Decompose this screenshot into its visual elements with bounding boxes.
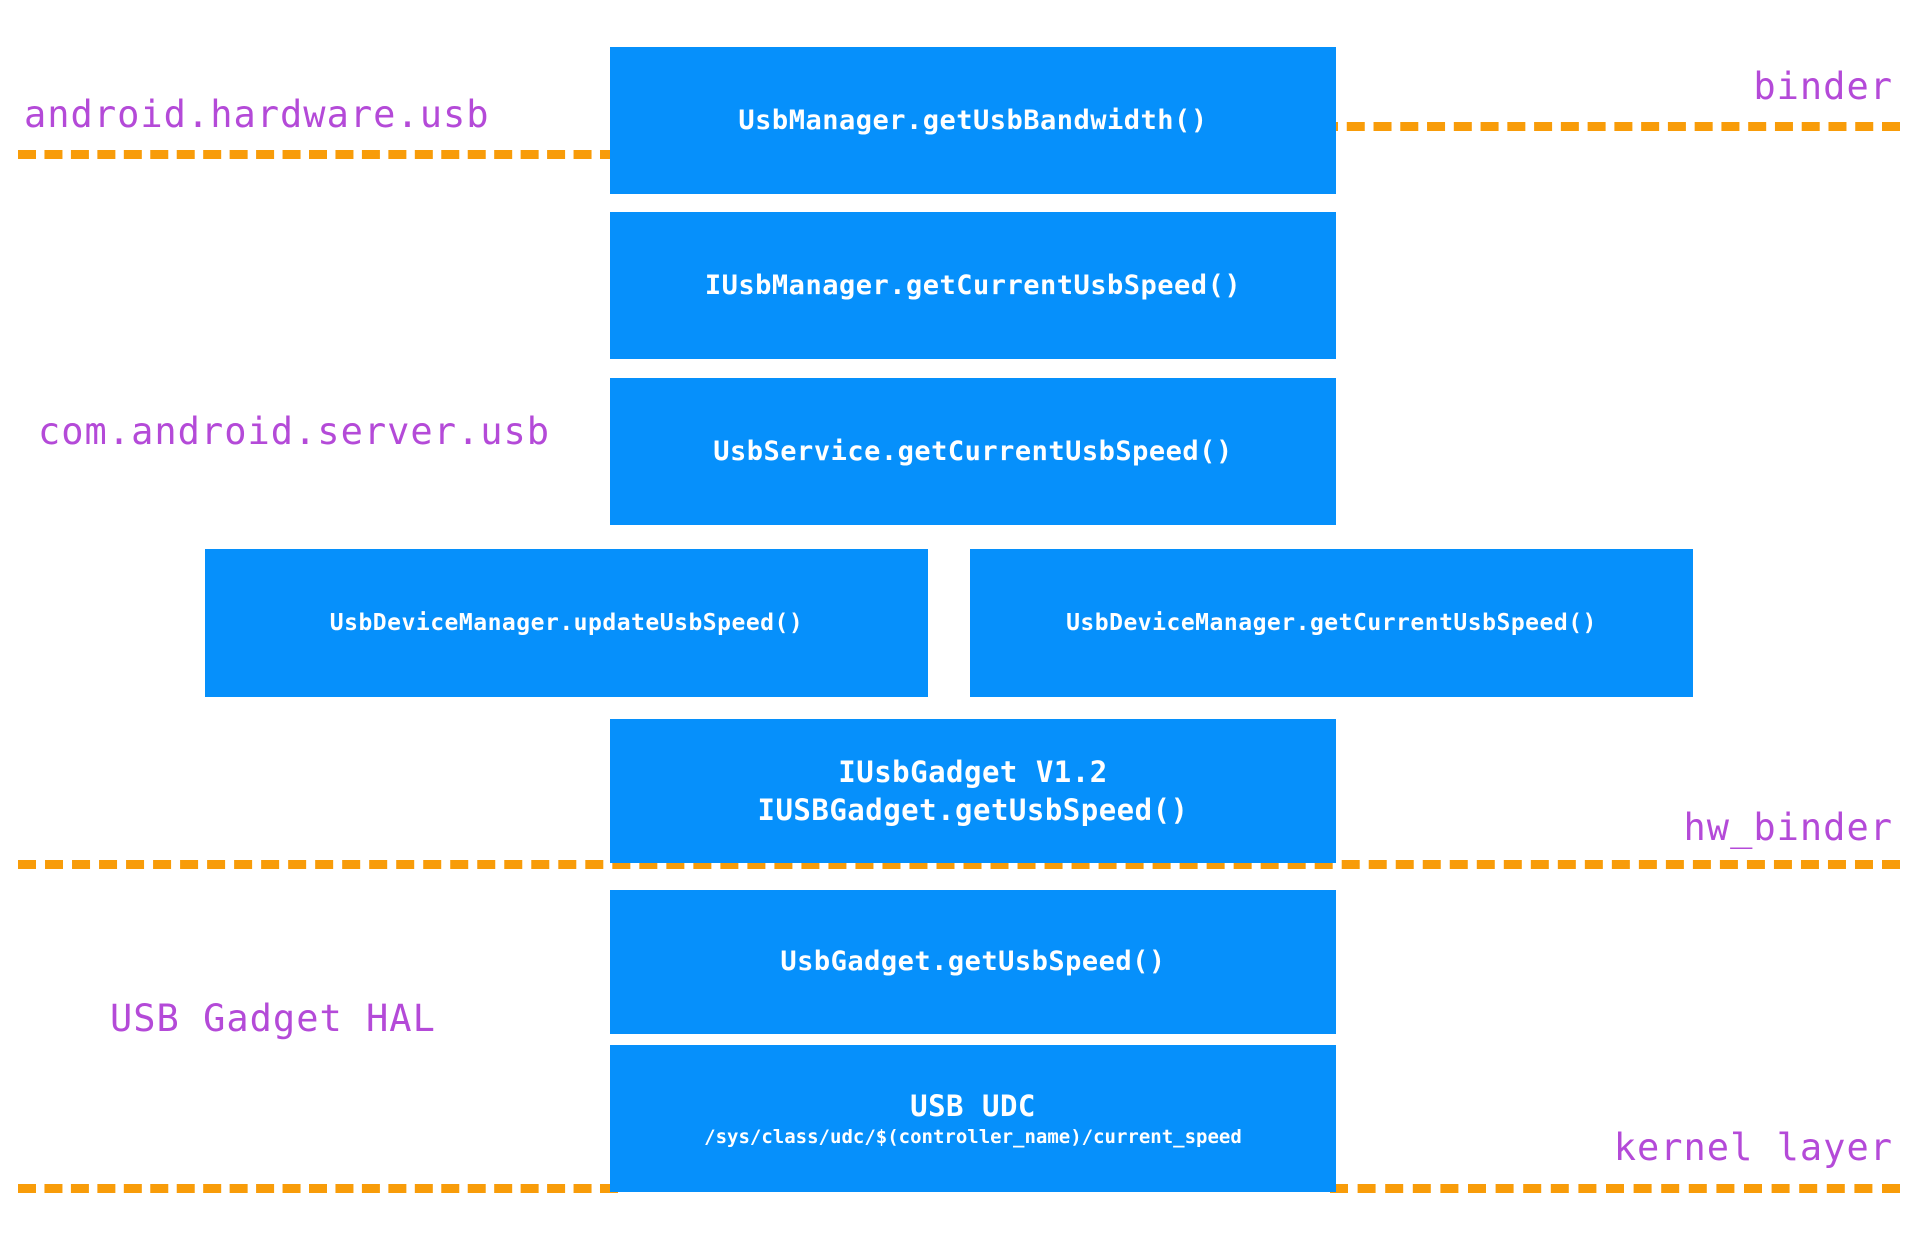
box-usb-service-label: UsbService.getCurrentUsbSpeed() <box>713 435 1233 467</box>
layer-label-hw-binder: hw_binder <box>1683 806 1893 849</box>
layer-label-usb-gadget-hal: USB Gadget HAL <box>110 997 436 1040</box>
box-iusb-gadget-title: IUsbGadget V1.2 <box>838 754 1108 789</box>
box-iusb-gadget[interactable]: IUsbGadget V1.2 IUSBGadget.getUsbSpeed() <box>610 719 1336 863</box>
kernel-separator-right <box>1330 1184 1900 1193</box>
box-usb-gadget-label: UsbGadget.getUsbSpeed() <box>780 946 1166 978</box>
binder-separator-left <box>18 150 618 159</box>
kernel-separator-left <box>18 1184 618 1193</box>
box-usb-device-manager-update[interactable]: UsbDeviceManager.updateUsbSpeed() <box>205 549 928 697</box>
box-iusb-gadget-method: IUSBGadget.getUsbSpeed() <box>757 793 1189 827</box>
box-usb-manager[interactable]: UsbManager.getUsbBandwidth() <box>610 47 1336 194</box>
box-usb-device-manager-update-label: UsbDeviceManager.updateUsbSpeed() <box>329 609 804 636</box>
box-usb-udc[interactable]: USB UDC /sys/class/udc/$(controller_name… <box>610 1045 1336 1192</box>
box-usb-udc-path: /sys/class/udc/$(controller_name)/curren… <box>704 1126 1242 1149</box>
box-iusb-manager[interactable]: IUsbManager.getCurrentUsbSpeed() <box>610 212 1336 359</box>
box-usb-device-manager-get[interactable]: UsbDeviceManager.getCurrentUsbSpeed() <box>970 549 1693 697</box>
layer-label-com-android-server-usb: com.android.server.usb <box>38 410 551 453</box>
box-usb-gadget[interactable]: UsbGadget.getUsbSpeed() <box>610 890 1336 1034</box>
layer-label-kernel-layer: kernel layer <box>1613 1126 1893 1169</box>
layer-label-binder: binder <box>1753 65 1893 108</box>
box-usb-device-manager-get-label: UsbDeviceManager.getCurrentUsbSpeed() <box>1066 609 1597 636</box>
binder-separator-right <box>1320 122 1900 131</box>
box-usb-manager-label: UsbManager.getUsbBandwidth() <box>738 104 1208 136</box>
box-iusb-manager-label: IUsbManager.getCurrentUsbSpeed() <box>704 269 1242 301</box>
layer-label-android-hardware-usb: android.hardware.usb <box>24 93 490 136</box>
box-usb-service[interactable]: UsbService.getCurrentUsbSpeed() <box>610 378 1336 525</box>
hw-binder-separator <box>18 860 1900 869</box>
box-usb-udc-title: USB UDC <box>910 1088 1036 1123</box>
